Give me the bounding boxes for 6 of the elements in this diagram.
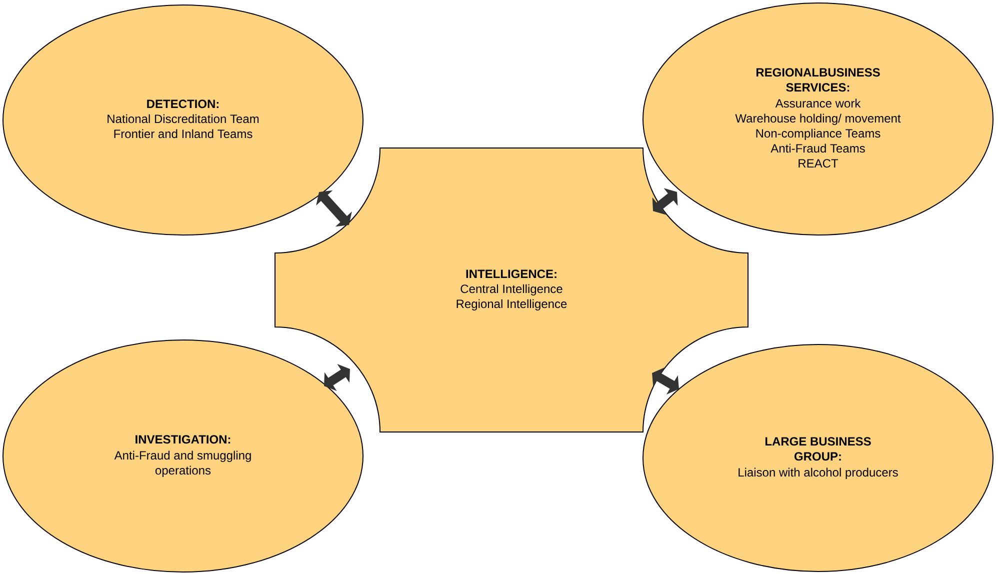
double-arrow xyxy=(652,188,678,215)
ellipse-node: INVESTIGATION: Anti-Fraud and smuggling operations xyxy=(2,340,364,572)
ellipse-node: DETECTION: National Discreditation Team Frontier and Inland Teams xyxy=(2,4,364,236)
double-arrow xyxy=(324,364,350,391)
ellipse-node: REGIONALBUSINESS SERVICES: Assurance work Warehouse holding/ movement Non-compliance Teams Anti-Fraud Teams REACT xyxy=(642,2,994,236)
ellipse-node: LARGE BUSINESS GROUP: Liaison with alcohol producers xyxy=(642,344,994,572)
